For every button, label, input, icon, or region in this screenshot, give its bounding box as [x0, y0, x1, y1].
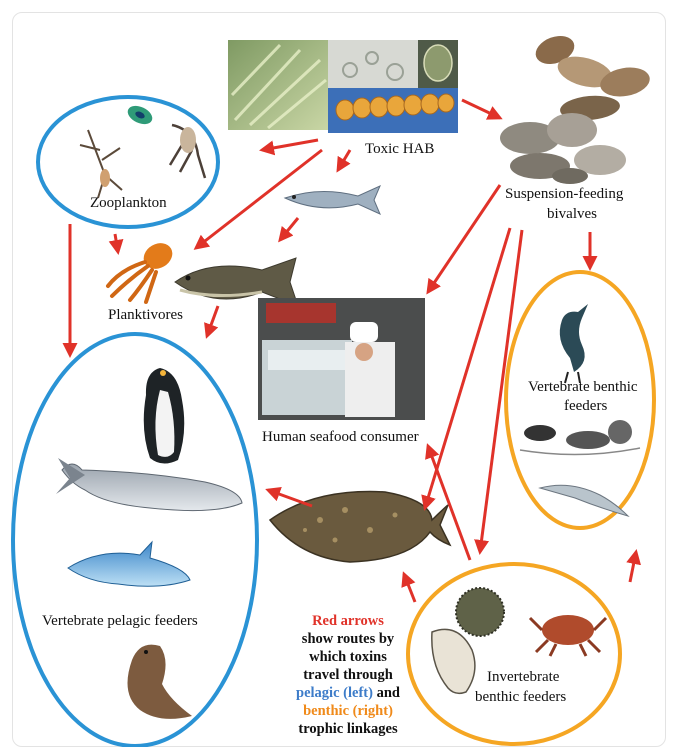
arrow-hab-to-zooplankton: [262, 140, 318, 150]
legend-line3: which toxins: [263, 648, 433, 666]
label-planktivores: Planktivores: [108, 306, 183, 324]
label-vert-pelagic: Vertebrate pelagic feeders: [42, 612, 198, 630]
label-human-consumer: Human seafood consumer: [262, 428, 419, 446]
label-zooplankton: Zooplankton: [90, 194, 167, 212]
label-toxic-hab: Toxic HAB: [365, 140, 434, 158]
crab-icon: [530, 615, 606, 656]
label-vert-benthic-line1: Vertebrate benthic: [528, 378, 638, 396]
chef-icon: [258, 298, 425, 420]
oyster-icon: [500, 31, 652, 184]
legend-pelagic: pelagic (left): [296, 685, 373, 701]
penguin-icon: [144, 368, 185, 464]
legend-line7: trophic linkages: [263, 720, 433, 738]
arrow-bivalves-to-flounder: [425, 228, 510, 508]
otter-icon: [520, 420, 640, 455]
arrow-herring-to-cod: [280, 218, 298, 240]
legend-line4: travel through: [263, 666, 433, 684]
legend-line1: Red arrows: [263, 612, 433, 630]
label-vert-benthic-line2: feeders: [564, 397, 607, 415]
label-suspension-line1: Suspension-feeding: [505, 185, 623, 203]
legend-and: and: [373, 685, 400, 701]
arrow-hab-to-herring: [338, 150, 350, 170]
label-suspension-line2: bivalves: [547, 205, 597, 223]
sea-lion-icon: [128, 645, 193, 719]
urchin-icon: [456, 588, 504, 636]
arrow-invertebrate-to-vert-benthic: [630, 552, 636, 582]
herring-icon: [285, 186, 380, 214]
arrow-invertebrate-to-flounder: [404, 574, 415, 602]
whelk-icon: [432, 629, 475, 693]
legend-benthic: benthic (right): [263, 702, 433, 720]
gull-icon: [540, 485, 628, 516]
arrow-bivalves-to-invertebrate: [480, 230, 522, 552]
legend-line2: show routes by: [263, 630, 433, 648]
phytoplankton-icon: [228, 40, 458, 133]
whale-icon: [56, 458, 242, 511]
copepod-icon: [80, 102, 205, 198]
arrow-cod-to-pelagic: [207, 306, 218, 336]
legend-note: Red arrows show routes by which toxins t…: [263, 612, 433, 738]
arrow-bivalves-to-human: [428, 185, 500, 292]
dolphin-icon: [68, 542, 190, 586]
arrow-flounder-to-pelagic: [268, 490, 312, 506]
label-invert-line1: Invertebrate: [487, 668, 559, 686]
arrow-hab-to-bivalves: [462, 100, 500, 118]
cormorant-icon: [560, 304, 588, 383]
arrow-zooplankton-to-squid: [115, 234, 118, 252]
legend-line5: pelagic (left) and: [263, 684, 433, 702]
label-invert-line2: benthic feeders: [475, 688, 566, 706]
